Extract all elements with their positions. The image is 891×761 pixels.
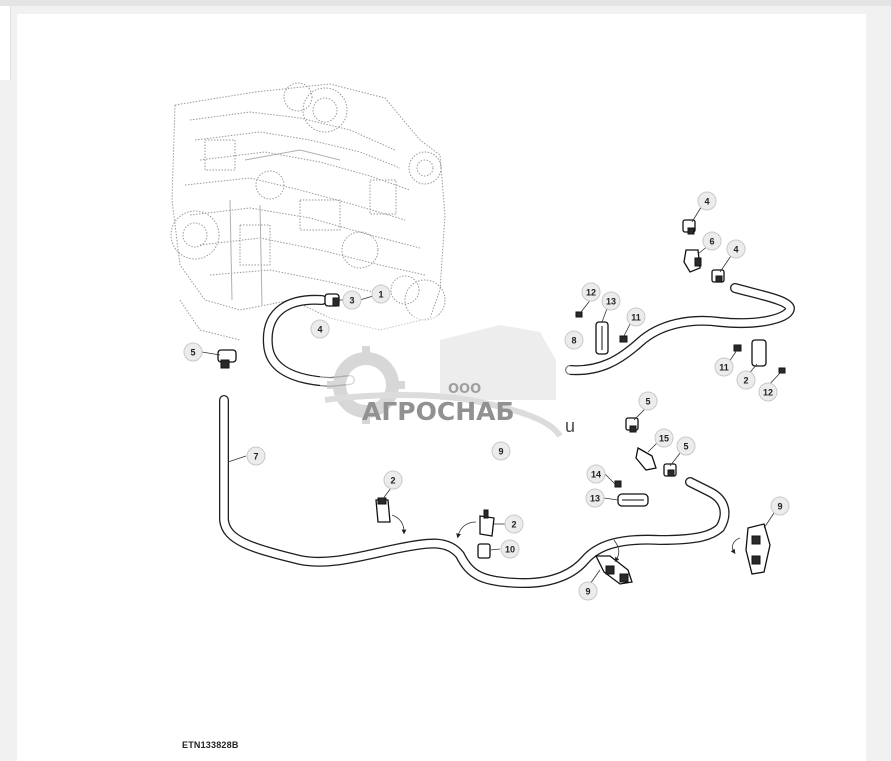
callout-8: 8 (564, 330, 584, 350)
callout-15: 15 (654, 428, 674, 448)
watermark-brand: АГРОСНАБ (362, 397, 515, 426)
svg-text:12: 12 (763, 388, 773, 398)
svg-text:2: 2 (743, 376, 748, 386)
clamp-5-upper-left (217, 349, 237, 369)
callout-7: 7 (246, 446, 266, 466)
top-bar (0, 0, 891, 6)
svg-text:4: 4 (317, 325, 322, 335)
clamp-4-top (682, 219, 696, 235)
left-panel-edge (0, 6, 11, 80)
svg-text:10: 10 (505, 545, 515, 555)
svg-text:11: 11 (631, 313, 641, 323)
svg-text:9: 9 (585, 587, 590, 597)
callout-9-center: 9 (491, 441, 511, 461)
svg-text:4: 4 (704, 197, 709, 207)
callout-13-lower: 13 (585, 488, 605, 508)
svg-text:12: 12 (586, 288, 596, 298)
svg-text:4: 4 (733, 245, 738, 255)
watermark-suffix: u (565, 416, 575, 436)
bracket-2-right (751, 339, 767, 367)
callout-5-upper: 5 (183, 342, 203, 362)
parts (217, 219, 786, 585)
callout-11-upper: 11 (626, 307, 646, 327)
svg-text:8: 8 (571, 336, 576, 346)
callout-6: 6 (702, 231, 722, 251)
callout-5-lower-right: 5 (676, 436, 696, 456)
svg-text:9: 9 (777, 502, 782, 512)
callout-12-upper: 12 (581, 282, 601, 302)
callout-10: 10 (500, 539, 520, 559)
bracket-13-lower (617, 493, 649, 507)
callout-2-lower-mid: 2 (504, 514, 524, 534)
hose-lines (219, 283, 795, 589)
engine-illustration (170, 82, 446, 341)
clamp-5-lower-top (625, 417, 639, 433)
svg-text:13: 13 (606, 297, 616, 307)
svg-text:5: 5 (645, 397, 650, 407)
bolt-12-upper (575, 311, 583, 318)
callout-4-right: 4 (726, 239, 746, 259)
callout-9-lower: 9 (578, 581, 598, 601)
callout-4-engine: 4 (310, 319, 330, 339)
svg-text:5: 5 (683, 442, 688, 452)
svg-text:7: 7 (253, 452, 258, 462)
svg-text:2: 2 (511, 520, 516, 530)
callouts: 1 3 4 5 7 4 6 4 12 13 11 8 11 2 12 9 5 1… (183, 191, 790, 601)
bracket-9-lower (594, 555, 633, 585)
callout-9-right: 9 (770, 496, 790, 516)
bracket-2-lower-mid (479, 509, 495, 537)
elbow-6 (683, 249, 702, 273)
callout-12-right: 12 (758, 382, 778, 402)
callout-4-top: 4 (697, 191, 717, 211)
elbow-15 (635, 446, 657, 471)
callout-1: 1 (371, 284, 391, 304)
clamp-4-right (711, 269, 725, 283)
clamp-3 (324, 293, 340, 307)
callout-3: 3 (342, 290, 362, 310)
callout-14: 14 (586, 464, 606, 484)
svg-text:14: 14 (591, 470, 601, 480)
watermark-prefix: ООО (448, 382, 481, 397)
svg-text:11: 11 (719, 363, 729, 373)
callout-11-right: 11 (714, 357, 734, 377)
bolt-11-right (733, 344, 742, 352)
callout-5-lower-top: 5 (638, 391, 658, 411)
svg-text:9: 9 (498, 447, 503, 457)
watermark: ООО АГРОСНАБ u (320, 316, 575, 438)
svg-text:2: 2 (390, 476, 395, 486)
figure-id-label: ETN133828B (182, 740, 239, 750)
svg-text:15: 15 (659, 434, 669, 444)
bolt-11-upper (619, 335, 628, 343)
spacer-10 (477, 543, 491, 559)
svg-text:1: 1 (378, 290, 383, 300)
callout-13-upper: 13 (601, 291, 621, 311)
bracket-9-right (745, 523, 771, 575)
bracket-2-lower-left (375, 497, 391, 523)
svg-text:6: 6 (709, 237, 714, 247)
callout-2-lower-left: 2 (383, 470, 403, 490)
svg-text:13: 13 (590, 494, 600, 504)
svg-text:3: 3 (349, 296, 354, 306)
clamp-5-lower-right (663, 463, 677, 477)
svg-text:5: 5 (190, 348, 195, 358)
bracket-13-upper (595, 321, 609, 355)
bolt-12-right (778, 367, 786, 374)
callout-2-right: 2 (736, 370, 756, 390)
bolt-14 (614, 480, 622, 488)
